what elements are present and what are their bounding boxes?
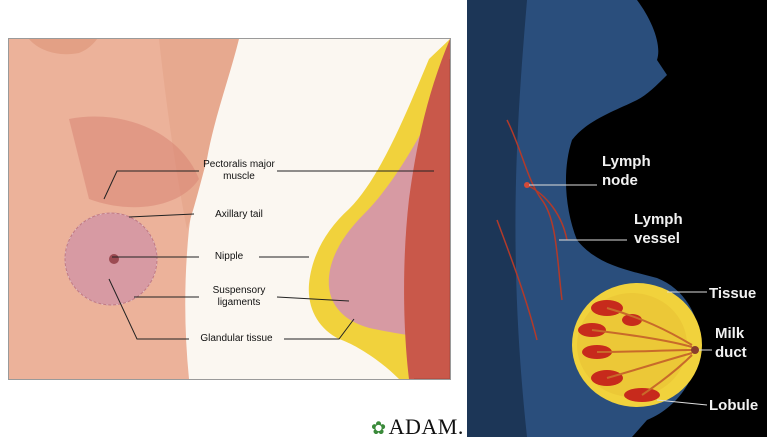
anatomy-illustration-right: Lymph node Lymph vessel Tissue Milk duct… [467, 0, 767, 437]
label-milk-duct: Milk duct [715, 324, 747, 362]
adam-logo: ✿ADAM. [371, 414, 464, 440]
label-nipple: Nipple [199, 251, 259, 263]
right-illustration-svg [467, 0, 767, 437]
label-lymph-vessel: Lymph vessel [634, 210, 683, 248]
label-pectoralis-major: Pectoralis major muscle [199, 159, 279, 183]
adam-logo-text: ADAM. [389, 414, 464, 439]
nipple-side [691, 346, 699, 354]
anatomy-illustration-left: Pectoralis major muscle Axillary tail Ni… [8, 38, 451, 380]
label-glandular-tissue: Glandular tissue [189, 333, 284, 345]
label-lymph-node: Lymph node [602, 152, 651, 190]
adam-leaf-icon: ✿ [371, 418, 387, 438]
label-tissue: Tissue [709, 284, 756, 303]
label-suspensory-ligaments: Suspensory ligaments [199, 285, 279, 309]
label-axillary-tail: Axillary tail [199, 209, 279, 221]
nipple-front [109, 254, 119, 264]
label-lobule: Lobule [709, 396, 758, 415]
